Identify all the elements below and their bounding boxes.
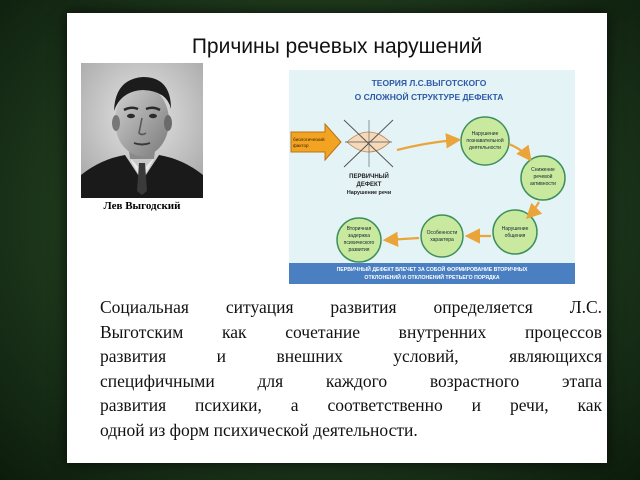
biological-factor-arrow <box>290 122 342 162</box>
circle-communication-l1: Нарушение <box>502 226 529 232</box>
body-paragraph: Социальная ситуация развития определяетс… <box>100 295 602 442</box>
body-line-1: Социальная ситуация развития определяетс… <box>100 297 602 317</box>
arrow-label-line1: биологический <box>293 136 325 142</box>
circle-cognitive: Нарушение познавательной деятельности <box>460 116 510 166</box>
circle-character: Особенности характера <box>420 214 464 258</box>
circle-cognitive-l2: познавательной <box>466 137 503 144</box>
circle-secondary-l1: Вторичная <box>347 226 372 232</box>
diagram-footer-line1: ПЕРВИЧНЫЙ ДЕФЕКТ ВЛЕЧЕТ ЗА СОБОЙ ФОРМИРО… <box>337 265 528 273</box>
circle-activity: Снижение речевой активности <box>520 155 566 201</box>
circle-activity-l2: речевой <box>534 173 553 180</box>
circle-communication: Нарушение общения <box>492 209 538 255</box>
diagram-footer-line2: ОТКЛОНЕНИЙ И ОТКЛОНЕНИЙ ТРЕТЬЕГО ПОРЯДКА <box>364 273 499 281</box>
slide: Причины речевых нарушений <box>67 13 607 463</box>
body-line-6: одной из форм психической деятельности. <box>100 419 418 440</box>
body-line-5: развития психики, а соответственно и реч… <box>100 395 602 415</box>
circle-secondary-l3: психического <box>344 240 375 246</box>
circle-activity-l3: активности <box>530 181 556 187</box>
primary-defect-symbol <box>343 119 394 168</box>
circle-secondary-l2: задержка <box>348 233 370 239</box>
arrow-label-line2: фактор <box>293 143 309 148</box>
circle-activity-l1: Снижение <box>531 167 555 173</box>
circle-secondary: Вторичная задержка психического развития <box>336 217 382 263</box>
portrait-caption: Лев Выгодский <box>103 200 181 212</box>
slide-title: Причины речевых нарушений <box>191 35 483 58</box>
circle-character-l1: Особенности <box>427 230 458 236</box>
primary-defect-line1: ПЕРВИЧНЫЙ <box>349 172 389 180</box>
body-line-4: специфичными для каждого возрастного эта… <box>100 370 602 391</box>
body-line-3: развития и внешних условий, являющихся <box>100 346 602 366</box>
circle-character-l2: характера <box>430 237 454 243</box>
primary-defect-sub: Нарушение речи <box>347 190 391 196</box>
vygotsky-defect-diagram: ТЕОРИЯ Л.С.ВЫГОТСКОГО О СЛОЖНОЙ СТРУКТУР… <box>289 70 575 284</box>
portrait-drawing <box>81 63 203 198</box>
primary-defect-line2: ДЕФЕКТ <box>357 182 382 188</box>
circle-cognitive-l3: деятельности <box>469 145 501 151</box>
vygotsky-portrait-image <box>81 63 203 198</box>
diagram-footer-band <box>289 263 575 284</box>
flow-arrows <box>382 133 543 247</box>
circle-cognitive-l1: Нарушение <box>472 131 499 137</box>
diagram-title-line1: ТЕОРИЯ Л.С.ВЫГОТСКОГО <box>372 78 487 88</box>
diagram-title-line2: О СЛОЖНОЙ СТРУКТУРЕ ДЕФЕКТА <box>355 91 504 102</box>
circle-secondary-l4: развития <box>348 247 369 253</box>
body-line-2: Выготским как сочетание внутренних проце… <box>100 321 602 342</box>
diagram-drawing: ТЕОРИЯ Л.С.ВЫГОТСКОГО О СЛОЖНОЙ СТРУКТУР… <box>289 78 575 284</box>
circle-communication-l2: общения <box>505 233 526 239</box>
